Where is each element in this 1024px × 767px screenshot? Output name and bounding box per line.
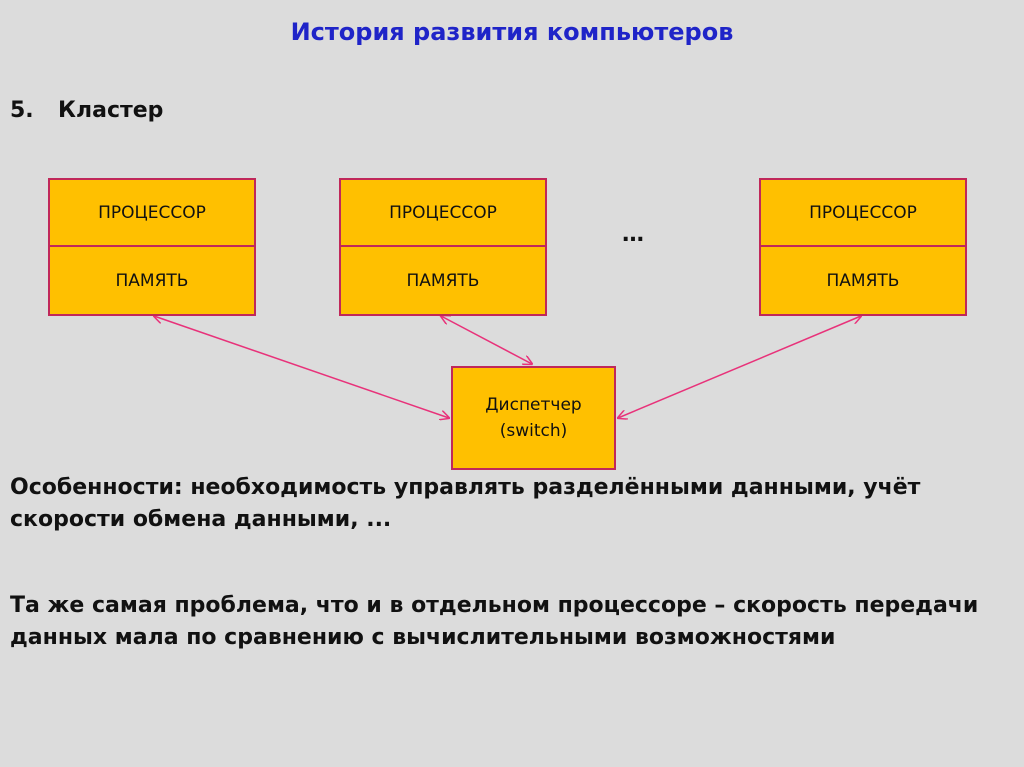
processor-label: ПРОЦЕССОР (761, 180, 965, 247)
section-title: Кластер (58, 98, 164, 123)
memory-label: ПАМЯТЬ (115, 270, 189, 291)
cluster-node-2: ПРОЦЕССОР ПАМЯТЬ (339, 178, 547, 316)
section-number: 5. (10, 98, 34, 123)
memory-label: ПАМЯТЬ (826, 270, 900, 291)
arrow-node2-switch (441, 316, 532, 364)
problem-text: Та же самая проблема, что и в отдельном … (10, 593, 979, 650)
features-text: Особенности: необходимость управлять раз… (10, 475, 921, 532)
switch-label: Диспетчер (485, 395, 582, 415)
memory-label: ПАМЯТЬ (406, 270, 480, 291)
processor-label: ПРОЦЕССОР (341, 180, 545, 247)
arrow-node3-switch (618, 316, 861, 418)
cluster-node-1: ПРОЦЕССОР ПАМЯТЬ (48, 178, 256, 316)
arrow-node1-switch (154, 316, 449, 418)
switch-box: Диспетчер (switch) (451, 366, 616, 470)
section-heading: 5. Кластер (10, 98, 163, 123)
cluster-node-3: ПРОЦЕССОР ПАМЯТЬ (759, 178, 967, 316)
ellipsis: … (622, 222, 644, 247)
processor-label: ПРОЦЕССОР (50, 180, 254, 247)
switch-sublabel: (switch) (499, 421, 568, 441)
slide-title: История развития компьютеров (290, 18, 734, 46)
